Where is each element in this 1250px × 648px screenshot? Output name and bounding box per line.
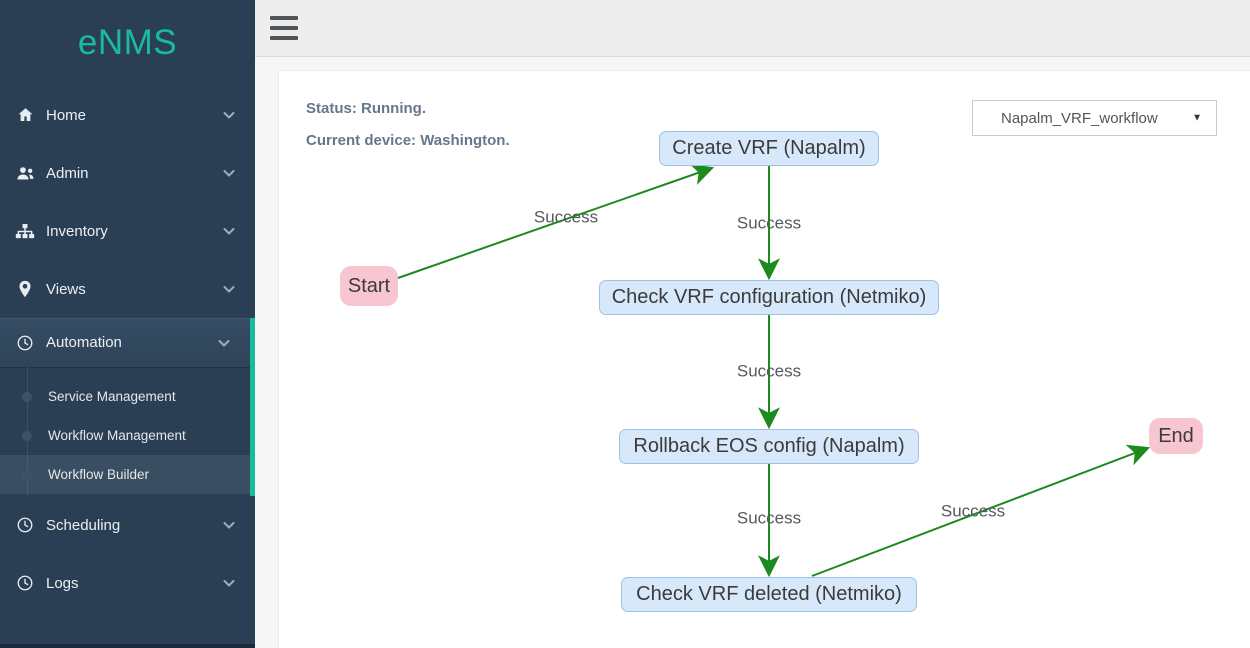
edge-label-success: Success bbox=[737, 362, 801, 381]
clock-icon bbox=[14, 573, 36, 593]
workflow-node-check_vrf_deleted[interactable]: Check VRF deleted (Netmiko) bbox=[621, 576, 917, 612]
workflow-node-create_vrf[interactable]: Create VRF (Napalm) bbox=[659, 130, 879, 166]
submenu-dot bbox=[22, 469, 32, 480]
edge-label-success: Success bbox=[737, 214, 801, 233]
sidebar-item-label: Automation bbox=[46, 334, 122, 351]
sidebar-item-label: Home bbox=[46, 106, 87, 124]
sidebar-subitem-label: Service Management bbox=[48, 389, 176, 404]
sidebar-item-label: Admin bbox=[46, 164, 89, 182]
chevron-down-icon bbox=[218, 334, 230, 351]
submenu-dot bbox=[22, 391, 32, 402]
sidebar: eNMS Home Admin bbox=[0, 0, 255, 648]
sidebar-item-inventory[interactable]: Inventory bbox=[0, 202, 255, 260]
chevron-down-icon bbox=[223, 165, 235, 182]
map-marker-icon bbox=[14, 279, 36, 299]
current-device-text: Current device: Washington. bbox=[306, 132, 510, 149]
sidebar-item-service-management[interactable]: Service Management bbox=[0, 377, 250, 416]
hamburger-icon bbox=[270, 26, 298, 30]
sidebar-subitem-label: Workflow Builder bbox=[48, 467, 150, 482]
content-area: Status: Running. Current device: Washing… bbox=[255, 57, 1250, 648]
sidebar-item-label: Logs bbox=[46, 574, 79, 592]
workflow-node-start[interactable]: Start bbox=[340, 266, 398, 306]
workflow-edge-start-create_vrf[interactable] bbox=[397, 164, 715, 279]
sidebar-item-admin[interactable]: Admin bbox=[0, 144, 255, 202]
submenu-dot bbox=[22, 430, 32, 441]
workflow-node-check_vrf_config[interactable]: Check VRF configuration (Netmiko) bbox=[599, 279, 939, 315]
menu-toggle-button[interactable] bbox=[270, 16, 298, 40]
hamburger-icon bbox=[270, 36, 298, 40]
main-area: Status: Running. Current device: Washing… bbox=[255, 0, 1250, 648]
hamburger-icon bbox=[270, 16, 298, 20]
sidebar-item-home[interactable]: Home bbox=[0, 86, 255, 144]
chevron-down-icon bbox=[223, 281, 235, 298]
sidebar-item-label: Scheduling bbox=[46, 516, 121, 534]
workflow-node-rollback_eos[interactable]: Rollback EOS config (Napalm) bbox=[619, 428, 919, 464]
sidebar-item-workflow-management[interactable]: Workflow Management bbox=[0, 416, 250, 455]
sitemap-icon bbox=[14, 221, 36, 241]
edge-label-success: Success bbox=[737, 509, 801, 528]
workflow-select-value: Napalm_VRF_workflow bbox=[1001, 109, 1158, 127]
status-text: Status: Running. bbox=[306, 100, 426, 117]
chevron-down-icon bbox=[223, 223, 235, 240]
app-logo[interactable]: eNMS bbox=[77, 23, 178, 62]
chevron-down-icon bbox=[223, 575, 235, 592]
chevron-down-icon bbox=[223, 107, 235, 124]
clock-icon bbox=[14, 515, 36, 535]
edge-label-success: Success bbox=[534, 208, 598, 227]
edge-label-success: Success bbox=[941, 502, 1005, 521]
sidebar-subitem-label: Workflow Management bbox=[48, 428, 186, 443]
sidebar-footer bbox=[0, 644, 255, 648]
workflow-select[interactable]: Napalm_VRF_workflow ▼ bbox=[972, 100, 1217, 136]
history-icon bbox=[14, 333, 36, 353]
workflow-panel: Status: Running. Current device: Washing… bbox=[278, 70, 1250, 648]
sidebar-item-workflow-builder[interactable]: Workflow Builder bbox=[0, 455, 250, 494]
sidebar-item-automation[interactable]: Automation bbox=[0, 318, 250, 367]
sidebar-item-scheduling[interactable]: Scheduling bbox=[0, 496, 255, 554]
home-icon bbox=[14, 105, 36, 125]
sidebar-item-label: Inventory bbox=[46, 222, 108, 240]
automation-submenu: Service Management Workflow Management W… bbox=[0, 367, 250, 496]
select-caret-icon: ▼ bbox=[1192, 112, 1202, 124]
sidebar-item-views[interactable]: Views bbox=[0, 260, 255, 318]
users-icon bbox=[14, 163, 36, 183]
chevron-down-icon bbox=[223, 517, 235, 534]
sidebar-section-automation: Automation Service Management Workflow M… bbox=[0, 318, 255, 496]
workflow-node-end[interactable]: End bbox=[1149, 418, 1203, 454]
topbar bbox=[255, 0, 1250, 57]
workflow-edge-check_vrf_deleted-end[interactable] bbox=[811, 444, 1151, 577]
sidebar-item-label: Views bbox=[46, 280, 86, 298]
sidebar-item-logs[interactable]: Logs bbox=[0, 554, 255, 612]
